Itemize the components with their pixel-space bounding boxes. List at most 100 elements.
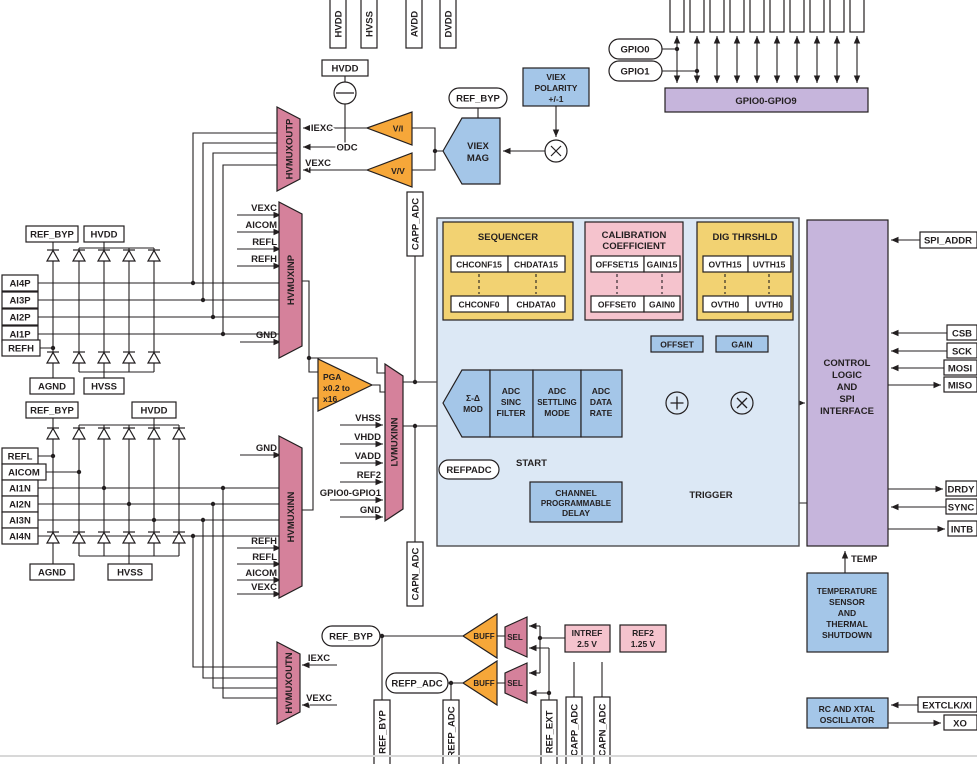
offset-label: OFFSET (660, 340, 694, 350)
adc-settling-line2: SETTLING (537, 398, 577, 407)
control-line5: INTERFACE (820, 406, 874, 417)
temp-line4: THERMAL (826, 619, 868, 629)
hvmuxoutn-label: HVMUXOUTN (284, 652, 295, 713)
hvmuxinn-refl-label: REFL (252, 552, 277, 563)
pin-extclk (917, 696, 977, 713)
pin-spi-addr (919, 231, 977, 249)
pga-section: PGA x0.2 to x16 VHSS VHDD VADD REF2 GPIO… (317, 191, 424, 607)
intref-line1: INTREF (572, 628, 603, 638)
trigger-label: TRIGGER (689, 490, 732, 501)
pin-miso (943, 376, 977, 393)
gpio1-label: GPIO1 (620, 67, 650, 78)
gpio-bus-label: GPIO0-GPIO9 (735, 96, 796, 107)
pin-capn-adc-mid-label: CAPN_ADC (411, 547, 422, 600)
adc-settling-line3: MODE (544, 408, 570, 418)
lvmux-vhdd-label: VHDD (354, 432, 381, 443)
hvss-rail-lower (107, 563, 153, 581)
ref2-line1: REF2 (632, 628, 654, 638)
start-label: START (516, 458, 547, 469)
chdata0-label: CHDATA0 (516, 300, 556, 310)
mux-stub-labels: VEXC AICOM REFL REFH GND GND REFH REFL A… (245, 203, 333, 706)
pin-capp-adc-mid (406, 191, 424, 257)
viex-polarity-line2: POLARITY (535, 83, 578, 93)
temp-line3: AND (838, 608, 856, 618)
gpio-pin-5 (769, 0, 785, 33)
temp-osc-section: TEMP TEMPERATURE SENSOR AND THERMAL SHUT… (806, 554, 889, 729)
hvmuxoutp-block (276, 106, 301, 192)
hvss-rail-upper (83, 377, 125, 395)
pin-mosi-label: MOSI (948, 364, 972, 375)
sel2-label: SEL (507, 679, 523, 688)
gain0-cell (643, 295, 681, 313)
page-edge-line (0, 755, 977, 757)
pin-ai3p-label: AI3P (9, 296, 31, 307)
hvdd-rail-upper-label: HVDD (91, 230, 118, 241)
adc-sinc-filter-block (489, 369, 534, 438)
sel2-mux (504, 662, 528, 704)
control-logic-section: CONTROL LOGIC AND SPI INTERFACE (806, 219, 889, 547)
sequencer-title: SEQUENCER (478, 232, 538, 243)
pin-dvdd-label: DVDD (444, 10, 455, 37)
intref-block (564, 624, 611, 653)
gain-label: GAIN (731, 340, 752, 350)
pin-ai2n-label: AI2N (9, 500, 31, 511)
hvmuxoutn-vexc-label: VEXC (306, 693, 332, 704)
gain0-label: GAIN0 (649, 300, 675, 310)
pin-hvdd-label: HVDD (334, 10, 345, 37)
ref-byp-rail-upper (25, 225, 79, 243)
pin-capp-adc-mid-label: CAPP_ADC (411, 198, 422, 250)
excitation-section: HVDD IEXC ODC VEXC V/I V/V VIEX MAG REF_… (304, 59, 590, 188)
pin-refp-adc-bottom-label: REFP_ADC (447, 706, 458, 757)
channel-delay-line3: DELAY (562, 508, 590, 518)
sigma-delta-line2: MOD (463, 404, 483, 414)
sigma-delta-line1: Σ-Δ (466, 393, 480, 403)
pin-capn-adc-bottom-label: CAPN_ADC (598, 703, 609, 756)
pin-sck-label: SCK (952, 347, 972, 358)
pin-aicom-label: AICOM (8, 468, 40, 479)
adc-rate-line1: ADC (592, 386, 610, 396)
calibration-title-2: COEFFICIENT (602, 241, 666, 252)
pga-line3: x16 (323, 394, 337, 404)
agnd-rail-upper (29, 377, 75, 395)
uvth15-cell (747, 255, 792, 273)
buff2-amp (461, 659, 498, 707)
pin-ai2p-label: AI2P (9, 313, 31, 324)
pin-csb (946, 324, 977, 341)
refpadc-label: REFPADC (446, 465, 491, 476)
adc-sinc-line2: SINC (501, 397, 521, 407)
control-logic-block (806, 219, 889, 547)
lvmux-ref2-label: REF2 (357, 470, 381, 481)
pin-avdd-label: AVDD (410, 11, 421, 37)
buff1-amp (461, 612, 498, 660)
gpio-pin-9 (849, 0, 865, 33)
ref2-line2: 1.25 V (631, 639, 656, 649)
control-line4: SPI (839, 394, 854, 405)
pin-intb (947, 520, 977, 537)
gpio-pin-8 (829, 0, 845, 33)
adc-chain: Σ-Δ MOD ADC SINC FILTER ADC SETTLING MOD… (438, 335, 769, 523)
buff2-label: BUFF (473, 679, 494, 688)
control-line1: CONTROL (824, 358, 871, 369)
pin-refh (1, 339, 41, 357)
gpio-pin-1 (689, 0, 705, 33)
right-pins: SPI_ADDR CSB SCK MOSI MISO DRDY SYNC INT… (917, 231, 977, 731)
lvmux-gnd-label: GND (360, 505, 381, 516)
pin-dvdd (439, 0, 457, 49)
gain15-cell (643, 255, 681, 273)
adc-data-rate-block (580, 369, 623, 438)
uvth15-label: UVTH15 (753, 260, 786, 270)
gain15-label: GAIN15 (647, 260, 678, 270)
viex-mag-line1: VIEX (467, 141, 489, 152)
channel-delay-line1: CHANNEL (555, 488, 597, 498)
adc-rate-line2: DATA (590, 397, 612, 407)
pin-ai4p (1, 274, 39, 292)
uvth0-label: UVTH0 (755, 300, 783, 310)
v-to-v-amp (365, 152, 413, 188)
pin-extclk-label: EXTCLK/XI (922, 701, 972, 712)
chconf0-label: CHCONF0 (458, 300, 499, 310)
ovth0-label: OVTH0 (711, 300, 740, 310)
ref-byp-rail-lower (25, 401, 79, 419)
pin-avdd (405, 0, 423, 49)
hvmuxinp-vexc-label: VEXC (251, 203, 277, 214)
